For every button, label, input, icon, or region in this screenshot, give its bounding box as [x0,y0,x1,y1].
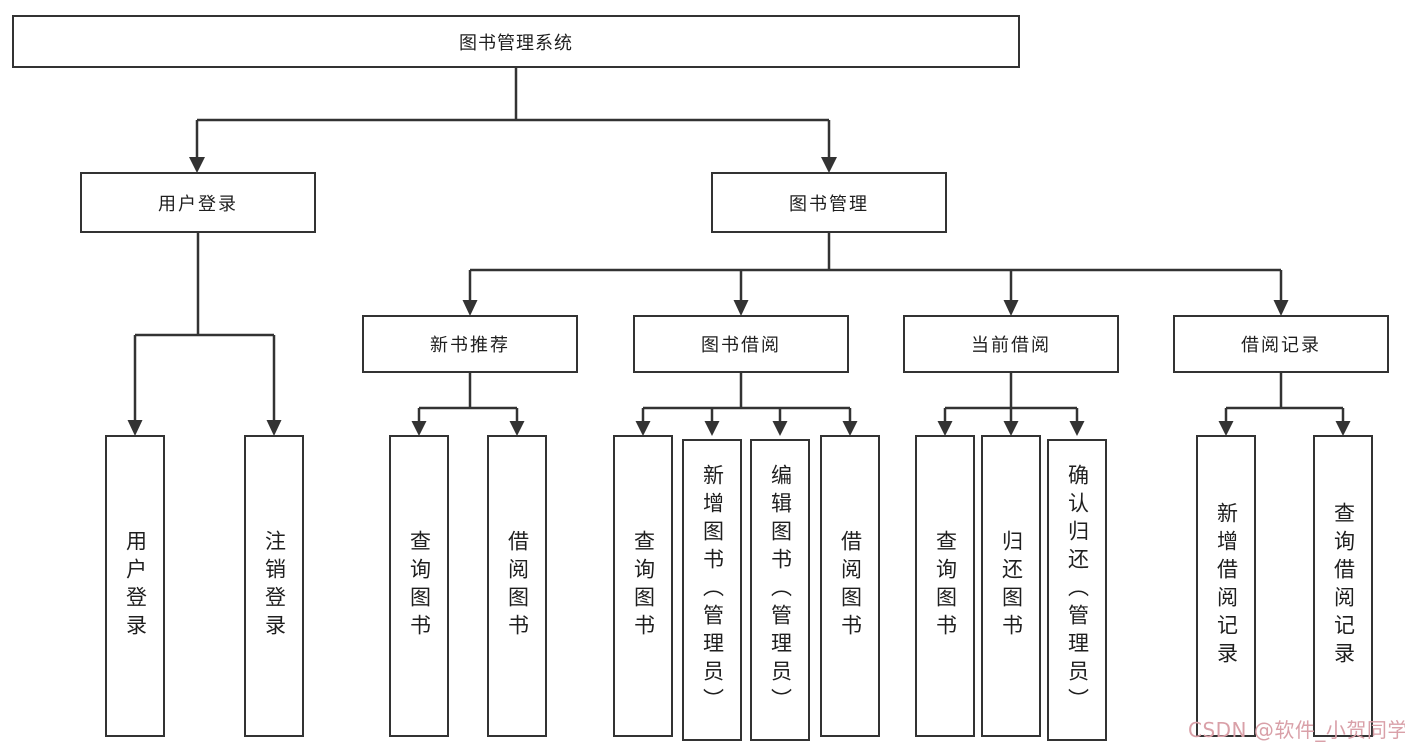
leaf-borrow-books: 借阅图书 [820,435,880,737]
node-label: 新增借阅记录 [1214,502,1239,670]
node-label: 用户登录 [123,530,148,642]
node-label: 查询图书 [407,530,432,642]
node-label: 借阅记录 [1241,335,1321,356]
node-label: 新书推荐 [430,335,510,356]
leaf-return-books: 归还图书 [981,435,1041,737]
node-label: 编辑图书（管理员） [768,464,793,716]
csdn-watermark: CSDN @软件_小贺同学 [1188,718,1405,742]
node-label: 查询借阅记录 [1331,502,1356,670]
node-library-management-system: 图书管理系统 [12,15,1020,68]
node-label: 查询图书 [631,530,656,642]
node-label: 用户登录 [158,193,238,215]
leaf-logout: 注销登录 [244,435,304,737]
node-book-borrowing: 图书借阅 [633,315,849,373]
node-label: 图书借阅 [701,335,781,356]
node-label: 新增图书（管理员） [700,464,725,716]
leaf-edit-books-admin: 编辑图书（管理员） [750,439,810,741]
node-label: 注销登录 [262,530,287,642]
leaf-add-books-admin: 新增图书（管理员） [682,439,742,741]
node-label: 确认归还（管理员） [1065,464,1090,716]
leaf-query-books-borrow: 查询图书 [613,435,673,737]
leaf-add-borrow-record: 新增借阅记录 [1196,435,1256,737]
leaf-confirm-return-admin: 确认归还（管理员） [1047,439,1107,741]
node-label: 借阅图书 [838,530,863,642]
leaf-query-books-recommend: 查询图书 [389,435,449,737]
node-user-login: 用户登录 [80,172,316,233]
node-label: 查询图书 [933,530,958,642]
node-label: 图书管理 [789,193,869,215]
node-label: 借阅图书 [505,530,530,642]
node-current-borrowing: 当前借阅 [903,315,1119,373]
node-book-management: 图书管理 [711,172,947,233]
node-label: 图书管理系统 [459,32,573,54]
node-label: 归还图书 [999,530,1024,642]
leaf-user-login: 用户登录 [105,435,165,737]
node-label: 当前借阅 [971,335,1051,356]
leaf-borrow-books-recommend: 借阅图书 [487,435,547,737]
node-new-book-recommendation: 新书推荐 [362,315,578,373]
leaf-query-books-current: 查询图书 [915,435,975,737]
node-borrowing-records: 借阅记录 [1173,315,1389,373]
leaf-query-borrow-record: 查询借阅记录 [1313,435,1373,737]
